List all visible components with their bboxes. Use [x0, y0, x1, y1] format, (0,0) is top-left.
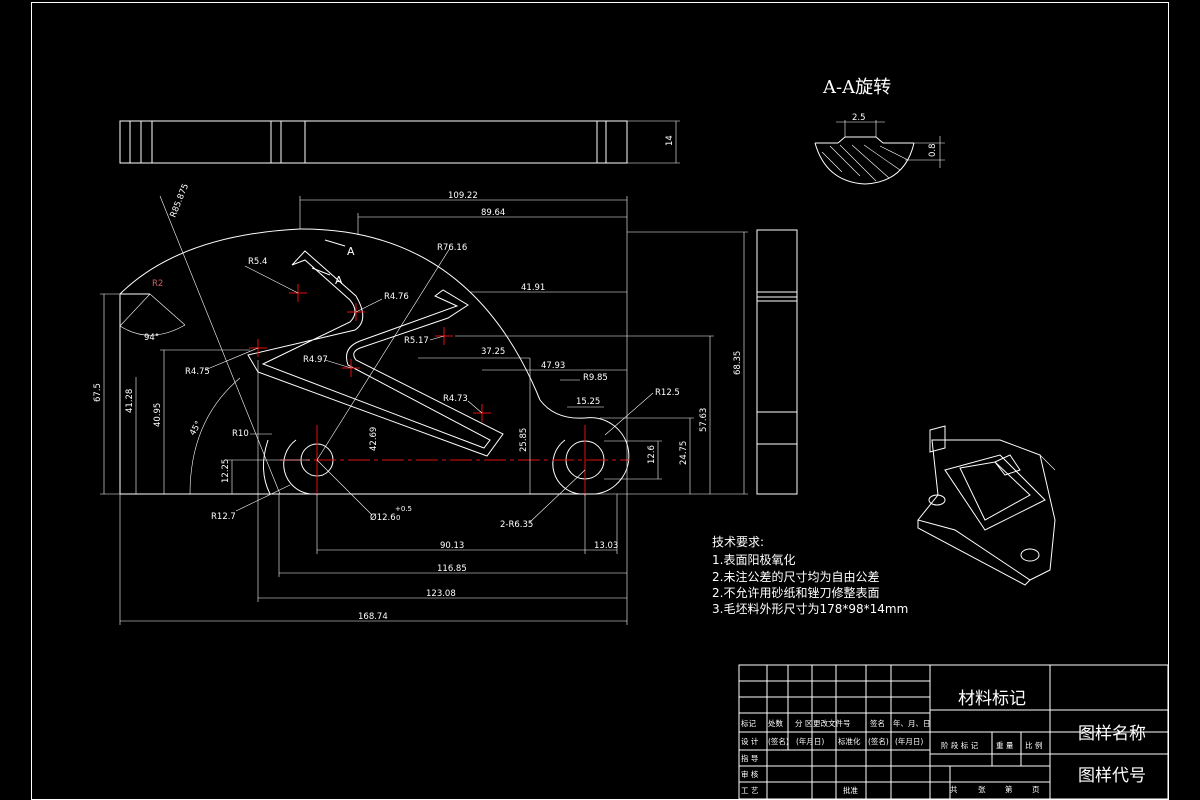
dim-r4-76: R4.76: [384, 292, 409, 302]
tech-item-1: 1.表面阳极氧化: [712, 553, 795, 567]
dim-12-25: 12.25: [221, 459, 231, 483]
dim-r2: R2: [152, 279, 163, 289]
dim-57-63: 57.63: [699, 408, 709, 432]
dim-angle-45: 45°: [188, 419, 204, 437]
tech-item-3: 2.不允许用砂纸和锉刀修整表面: [712, 585, 879, 600]
dim-89-64: 89.64: [481, 208, 505, 218]
tb-guide: 指 导: [741, 753, 759, 763]
tb-design: 设 计: [741, 736, 759, 746]
tb-number: 第: [1005, 784, 1013, 794]
dim-116-85: 116.85: [437, 564, 467, 574]
tb-material-mark: 材料标记: [958, 689, 1026, 709]
dim-tol-lower: 0: [396, 514, 400, 522]
tb-standard-sign: (签名): [868, 736, 889, 746]
dim-41-28: 41.28: [125, 389, 135, 413]
dim-r76-16: R76.16: [437, 243, 467, 253]
section-view-aa: A-A旋转 2.5 0.8: [814, 77, 945, 185]
dim-groove-depth: 0.8: [928, 143, 938, 157]
dim-r4-73: R4.73: [443, 394, 468, 404]
dim-40-95: 40.95: [153, 403, 163, 427]
dim-groove-width: 2.5: [852, 113, 866, 123]
dim-phi12-6: Ø12.6: [370, 512, 396, 523]
tb-design-sign: (签名): [768, 736, 789, 746]
tech-item-2: 2.未注公差的尺寸均为自由公差: [712, 569, 879, 584]
dim-15-25: 15.25: [576, 397, 600, 407]
dim-37-25: 37.25: [481, 347, 505, 357]
dim-r85-875: R85.875: [169, 182, 192, 219]
top-view: 14: [119, 120, 680, 164]
dim-r5-17: R5.17: [404, 336, 429, 346]
dim-109-22: 109.22: [448, 191, 478, 201]
dim-angle-94: 94°: [144, 333, 159, 343]
tb-stage-mark: 阶 段 标 记: [941, 740, 979, 750]
tech-item-4: 3.毛坯料外形尺寸为178*98*14mm: [712, 602, 908, 616]
tb-standard: 标准化: [838, 736, 861, 746]
dim-67-5: 67.5: [93, 383, 103, 402]
dim-25-85: 25.85: [519, 428, 529, 452]
section-title: A-A旋转: [822, 77, 891, 98]
tb-process: 工 艺: [741, 786, 758, 795]
tb-page: 页: [1032, 785, 1040, 794]
dim-thickness: 14: [665, 135, 675, 146]
dim-r10: R10: [232, 429, 249, 439]
tb-header-date: 年、月、日: [893, 718, 931, 728]
dim-12-6: 12.6: [647, 445, 657, 464]
tb-weight: 重 量: [996, 741, 1014, 750]
label-section-a1: A: [347, 245, 355, 258]
dim-168-74: 168.74: [358, 612, 388, 622]
dim-tol-upper: +0.5: [395, 505, 412, 513]
front-view: A A 109.22 89.64 41.91 37.25 47.93 15.25…: [93, 182, 748, 625]
title-block: 标记 处数 分 区 更改文件号 签名 年、月、日 设 计 (签名) (年月日) …: [738, 664, 1169, 800]
tb-header-docno: 更改文件号: [813, 718, 851, 728]
tb-drawing-name: 图样名称: [1078, 724, 1146, 744]
isometric-view: [917, 425, 1056, 586]
dim-90-13: 90.13: [440, 541, 464, 551]
dim-r12-7: R12.7: [211, 512, 236, 522]
tb-header-mark: 标记: [741, 718, 756, 728]
tb-total: 共: [950, 785, 958, 794]
tb-header-zone: 分 区: [795, 719, 813, 728]
dim-r4-97: R4.97: [303, 355, 328, 365]
dim-123-08: 123.08: [426, 589, 456, 599]
dim-r5-4: R5.4: [248, 257, 267, 267]
tb-review: 审 核: [741, 769, 759, 779]
tb-design-date: (年月日): [796, 736, 824, 746]
tb-sheets: 张: [978, 785, 986, 794]
tech-heading: 技术要求:: [712, 535, 764, 549]
side-view: [756, 229, 798, 495]
tb-header-count: 处数: [768, 718, 783, 728]
dim-r12-5: R12.5: [655, 388, 680, 398]
dim-2-r6-35: 2-R6.35: [500, 520, 533, 530]
dim-24-75: 24.75: [679, 441, 689, 465]
tb-standard-date: (年月日): [895, 736, 923, 746]
dim-47-93: 47.93: [541, 361, 565, 371]
label-section-a2: A: [335, 274, 343, 287]
tb-scale: 比 例: [1025, 740, 1042, 750]
dim-13-03: 13.03: [594, 541, 618, 551]
dim-r4-75: R4.75: [185, 367, 210, 377]
tb-drawing-code: 图样代号: [1078, 766, 1146, 786]
dim-r9-85: R9.85: [583, 373, 608, 383]
tb-header-sign: 签名: [870, 718, 885, 728]
tb-approve: 批准: [843, 785, 858, 795]
dim-41-91: 41.91: [521, 283, 545, 293]
tech-requirements: 技术要求: 1.表面阳极氧化 2.未注公差的尺寸均为自由公差 2.不允许用砂纸和…: [712, 535, 908, 616]
dim-42-69: 42.69: [369, 427, 379, 451]
dim-68-35: 68.35: [733, 351, 743, 375]
